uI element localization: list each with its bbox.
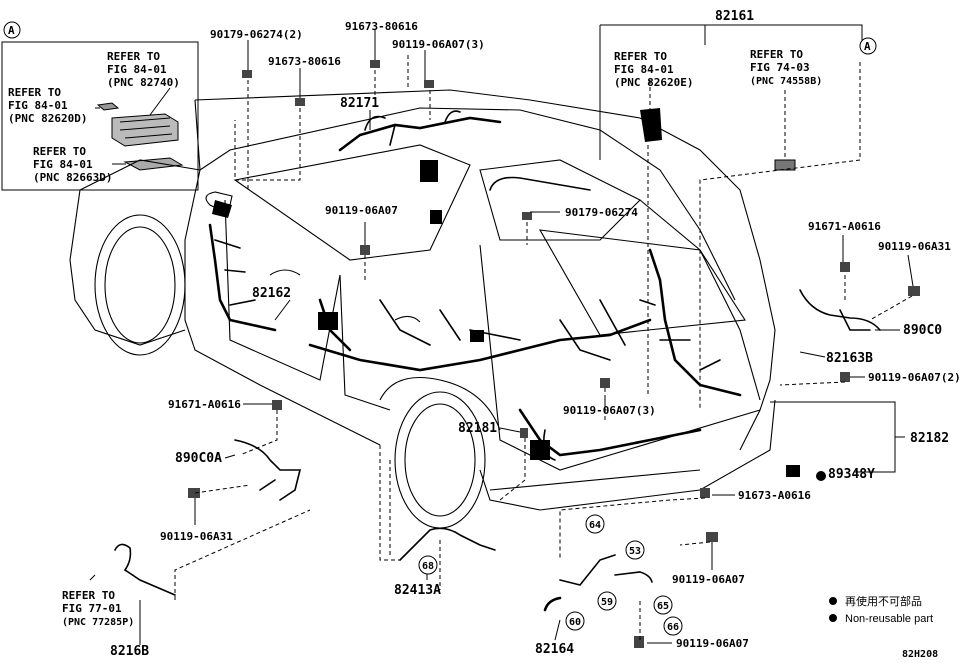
parts-markers: [188, 60, 920, 648]
label-91673-80616-b: 91673-80616: [268, 55, 341, 68]
label-82182: 82182: [910, 431, 949, 446]
refer-82663d-l1: REFER TO: [33, 145, 86, 158]
circled-numbers: 64 53 59 65 66 60 68 A: [418, 37, 877, 636]
refer-77285p-l3: (PNC 77285P): [62, 617, 134, 628]
view-marker-a-left: A: [8, 24, 15, 37]
label-82181: 82181: [458, 421, 497, 436]
sheet-code: 82H208: [902, 649, 938, 660]
refer-82663d-l3: (PNC 82663D): [33, 171, 112, 184]
callout-labels: 82161 91673-80616 90179-06274(2) 91673-8…: [110, 9, 960, 659]
label-91673-a0616: 91673-A0616: [738, 489, 811, 502]
circle-num-53: 53: [629, 546, 641, 557]
leader-lines: [89, 24, 914, 645]
wire-harnesses: [114, 110, 881, 612]
refer-82620d-l3: (PNC 82620D): [8, 112, 87, 125]
legend-line-1: 再使用不可部品: [845, 594, 922, 608]
vehicle-body: [69, 89, 776, 529]
label-91671-a0616-a: 91671-A0616: [808, 220, 881, 233]
label-82164: 82164: [535, 642, 574, 657]
refer-82620d-l2: FIG 84-01: [8, 99, 68, 112]
inset-view-a: A: [1, 21, 199, 191]
legend-dot-2: [829, 614, 837, 622]
label-90179-06274: 90179-06274: [565, 206, 638, 219]
legend: 再使用不可部品 Non-reusable part: [829, 594, 933, 625]
label-8216b: 8216B: [110, 644, 149, 659]
label-90119-06a07-2: 90119-06A07(2): [868, 371, 960, 384]
label-82161: 82161: [715, 9, 754, 24]
label-90119-06a07-3-b: 90119-06A07(3): [563, 404, 656, 417]
label-90119-06a07-3-a: 90119-06A07(3): [392, 38, 485, 51]
circle-num-68: 68: [422, 561, 434, 572]
refer-82740-l3: (PNC 82740): [107, 76, 180, 89]
refer-74558b-l2: FIG 74-03: [750, 61, 810, 74]
refer-74558b-l3: (PNC 74558B): [750, 76, 822, 87]
label-90119-06a07-c: 90119-06A07: [676, 637, 749, 650]
label-90119-06a07-a: 90119-06A07: [325, 204, 398, 217]
refer-77285p-l1: REFER TO: [62, 589, 115, 602]
circle-num-64: 64: [589, 520, 601, 531]
refer-82740-l2: FIG 84-01: [107, 63, 167, 76]
circle-num-65: 65: [657, 601, 669, 612]
label-89348y: 89348Y: [828, 467, 875, 482]
label-82171: 82171: [340, 96, 379, 111]
refer-82620e-l2: FIG 84-01: [614, 63, 674, 76]
refer-82740-l1: REFER TO: [107, 50, 160, 63]
label-90119-06a31-a: 90119-06A31: [878, 240, 951, 253]
view-marker-a-right: A: [864, 40, 871, 53]
refer-82620d-l1: REFER TO: [8, 86, 61, 99]
label-82163b: 82163B: [826, 351, 873, 366]
legend-line-2: Non-reusable part: [845, 613, 933, 625]
label-90119-06a31-b: 90119-06A31: [160, 530, 233, 543]
circle-num-60: 60: [569, 617, 581, 628]
refer-blocks: REFER TO FIG 84-01 (PNC 82740) REFER TO …: [8, 48, 822, 628]
guide-lines: [174, 55, 913, 640]
refer-74558b-l1: REFER TO: [750, 48, 803, 61]
label-82413a: 82413A: [394, 583, 441, 598]
legend-dot-1: [829, 597, 837, 605]
label-91673-80616-a: 91673-80616: [345, 20, 418, 33]
circle-num-59: 59: [601, 597, 613, 608]
refer-77285p-l2: FIG 77-01: [62, 602, 122, 615]
refer-82620e-l3: (PNC 82620E): [614, 76, 693, 89]
label-90179-06274-2: 90179-06274(2): [210, 28, 303, 41]
label-82162: 82162: [252, 286, 291, 301]
refer-82663d-l2: FIG 84-01: [33, 158, 93, 171]
label-890c0a: 890C0A: [175, 451, 222, 466]
label-90119-06a07-b: 90119-06A07: [672, 573, 745, 586]
label-890c0: 890C0: [903, 323, 942, 338]
refer-82620e-l1: REFER TO: [614, 50, 667, 63]
circle-num-66: 66: [667, 622, 679, 633]
label-91671-a0616-b: 91671-A0616: [168, 398, 241, 411]
